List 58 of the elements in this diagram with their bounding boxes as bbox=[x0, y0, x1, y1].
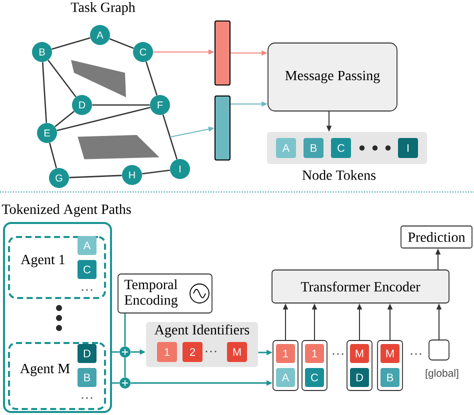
connector-line bbox=[112, 351, 120, 353]
token-tile: M bbox=[350, 344, 369, 363]
connector-line bbox=[48, 60, 76, 98]
connector-line bbox=[142, 170, 170, 174]
token-tile: 1 bbox=[276, 344, 295, 363]
vector-bar bbox=[214, 20, 230, 86]
graph-node: B bbox=[32, 42, 52, 62]
token-tile: B bbox=[304, 138, 324, 158]
token-tile: D bbox=[78, 344, 96, 363]
token-tile: M bbox=[227, 342, 247, 362]
connector-line bbox=[49, 142, 57, 168]
connector-line bbox=[69, 174, 122, 178]
plus-circle bbox=[120, 346, 130, 358]
graph-node: E bbox=[37, 123, 57, 143]
plus-circle bbox=[120, 378, 130, 388]
token-tile: D bbox=[350, 368, 369, 387]
graph-node: D bbox=[72, 95, 92, 115]
connector-line bbox=[162, 114, 178, 160]
obstacle-shape bbox=[78, 135, 160, 160]
token-tile: 1 bbox=[305, 344, 324, 363]
token-tile: C bbox=[78, 260, 96, 279]
graph-node: H bbox=[122, 165, 142, 185]
process-box: Message Passing bbox=[268, 42, 398, 112]
token-tile: 2 bbox=[182, 342, 202, 362]
graph-node: I bbox=[170, 159, 190, 179]
connector-line bbox=[52, 37, 90, 50]
token-tile: I bbox=[398, 138, 418, 158]
node-label: Node Tokens bbox=[302, 170, 376, 180]
token-tile: A bbox=[78, 236, 96, 255]
connector-line bbox=[124, 358, 126, 378]
connector-line bbox=[124, 313, 126, 346]
section-heading: Task Graph bbox=[70, 2, 136, 15]
token-tile: C bbox=[305, 368, 324, 387]
token-tile: M bbox=[380, 344, 400, 363]
token-tile: A bbox=[276, 368, 295, 387]
process-box: Prediction bbox=[400, 226, 472, 248]
obstacle-shape bbox=[71, 60, 126, 98]
connector-line bbox=[146, 62, 158, 96]
graph-node: A bbox=[90, 25, 110, 45]
connector-line bbox=[42, 62, 48, 123]
connector-line bbox=[109, 38, 134, 49]
token-tile: B bbox=[380, 368, 400, 387]
graph-node: C bbox=[133, 42, 153, 62]
token-tile: A bbox=[276, 138, 296, 158]
connector-line bbox=[56, 106, 150, 132]
connector-line bbox=[112, 382, 120, 384]
token-tile: 1 bbox=[157, 342, 177, 362]
node-label: [global] bbox=[426, 369, 458, 379]
connector-line bbox=[92, 104, 150, 106]
process-box: Transformer Encoder bbox=[272, 270, 450, 304]
graph-node: F bbox=[150, 95, 170, 115]
section-heading: Tokenized Agent Paths bbox=[2, 204, 131, 217]
vector-bar bbox=[214, 96, 230, 160]
process-box: Temporal Encoding bbox=[118, 274, 212, 314]
graph-node: G bbox=[49, 168, 69, 188]
token-tile: B bbox=[78, 368, 96, 387]
token-tile: C bbox=[331, 138, 351, 158]
connector-line bbox=[54, 110, 74, 128]
